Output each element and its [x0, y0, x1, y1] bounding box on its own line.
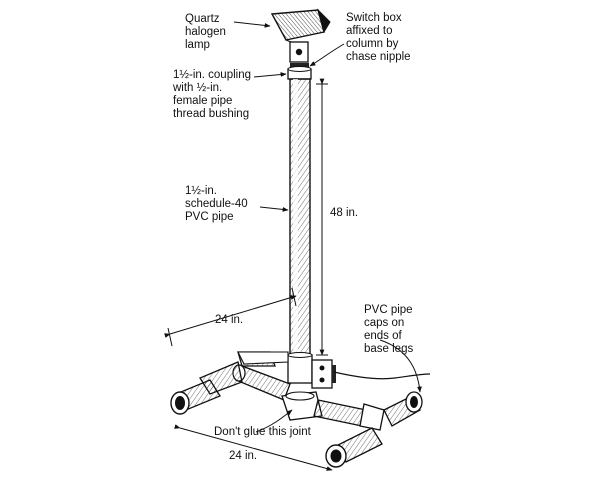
base-coupling [287, 354, 313, 384]
label-height: 48 in. [330, 207, 359, 219]
pipe-coupling [287, 63, 312, 80]
leader-lines [233, 21, 422, 433]
column-switch-box [311, 359, 336, 389]
dimension-24in-upper [164, 287, 297, 347]
base-leg-back-left [170, 361, 291, 415]
label-width-lower: 24 in. [229, 450, 258, 462]
label-width-upper: 24 in. [215, 314, 244, 326]
base-leg-front-right [313, 391, 423, 468]
label-coupling: 1½-in. coupling with ½-in. female pipe t… [173, 69, 251, 120]
label-pipe: 1½-in. schedule-40 PVC pipe [185, 185, 248, 223]
label-lamp: Quartz halogen lamp [185, 13, 226, 51]
label-caps: PVC pipe caps on ends of base legs [364, 304, 414, 355]
quartz-lamp [270, 8, 331, 45]
label-switch-box: Switch box affixed to column by chase ni… [346, 12, 411, 63]
dimension-24in-lower [174, 424, 333, 471]
top-switch-box [289, 41, 309, 63]
base-leg-rear [237, 351, 289, 367]
vertical-pvc-pipe [289, 78, 311, 360]
power-cord [333, 371, 431, 380]
label-joint: Don't glue this joint [214, 426, 311, 438]
dimension-48in [316, 78, 328, 356]
